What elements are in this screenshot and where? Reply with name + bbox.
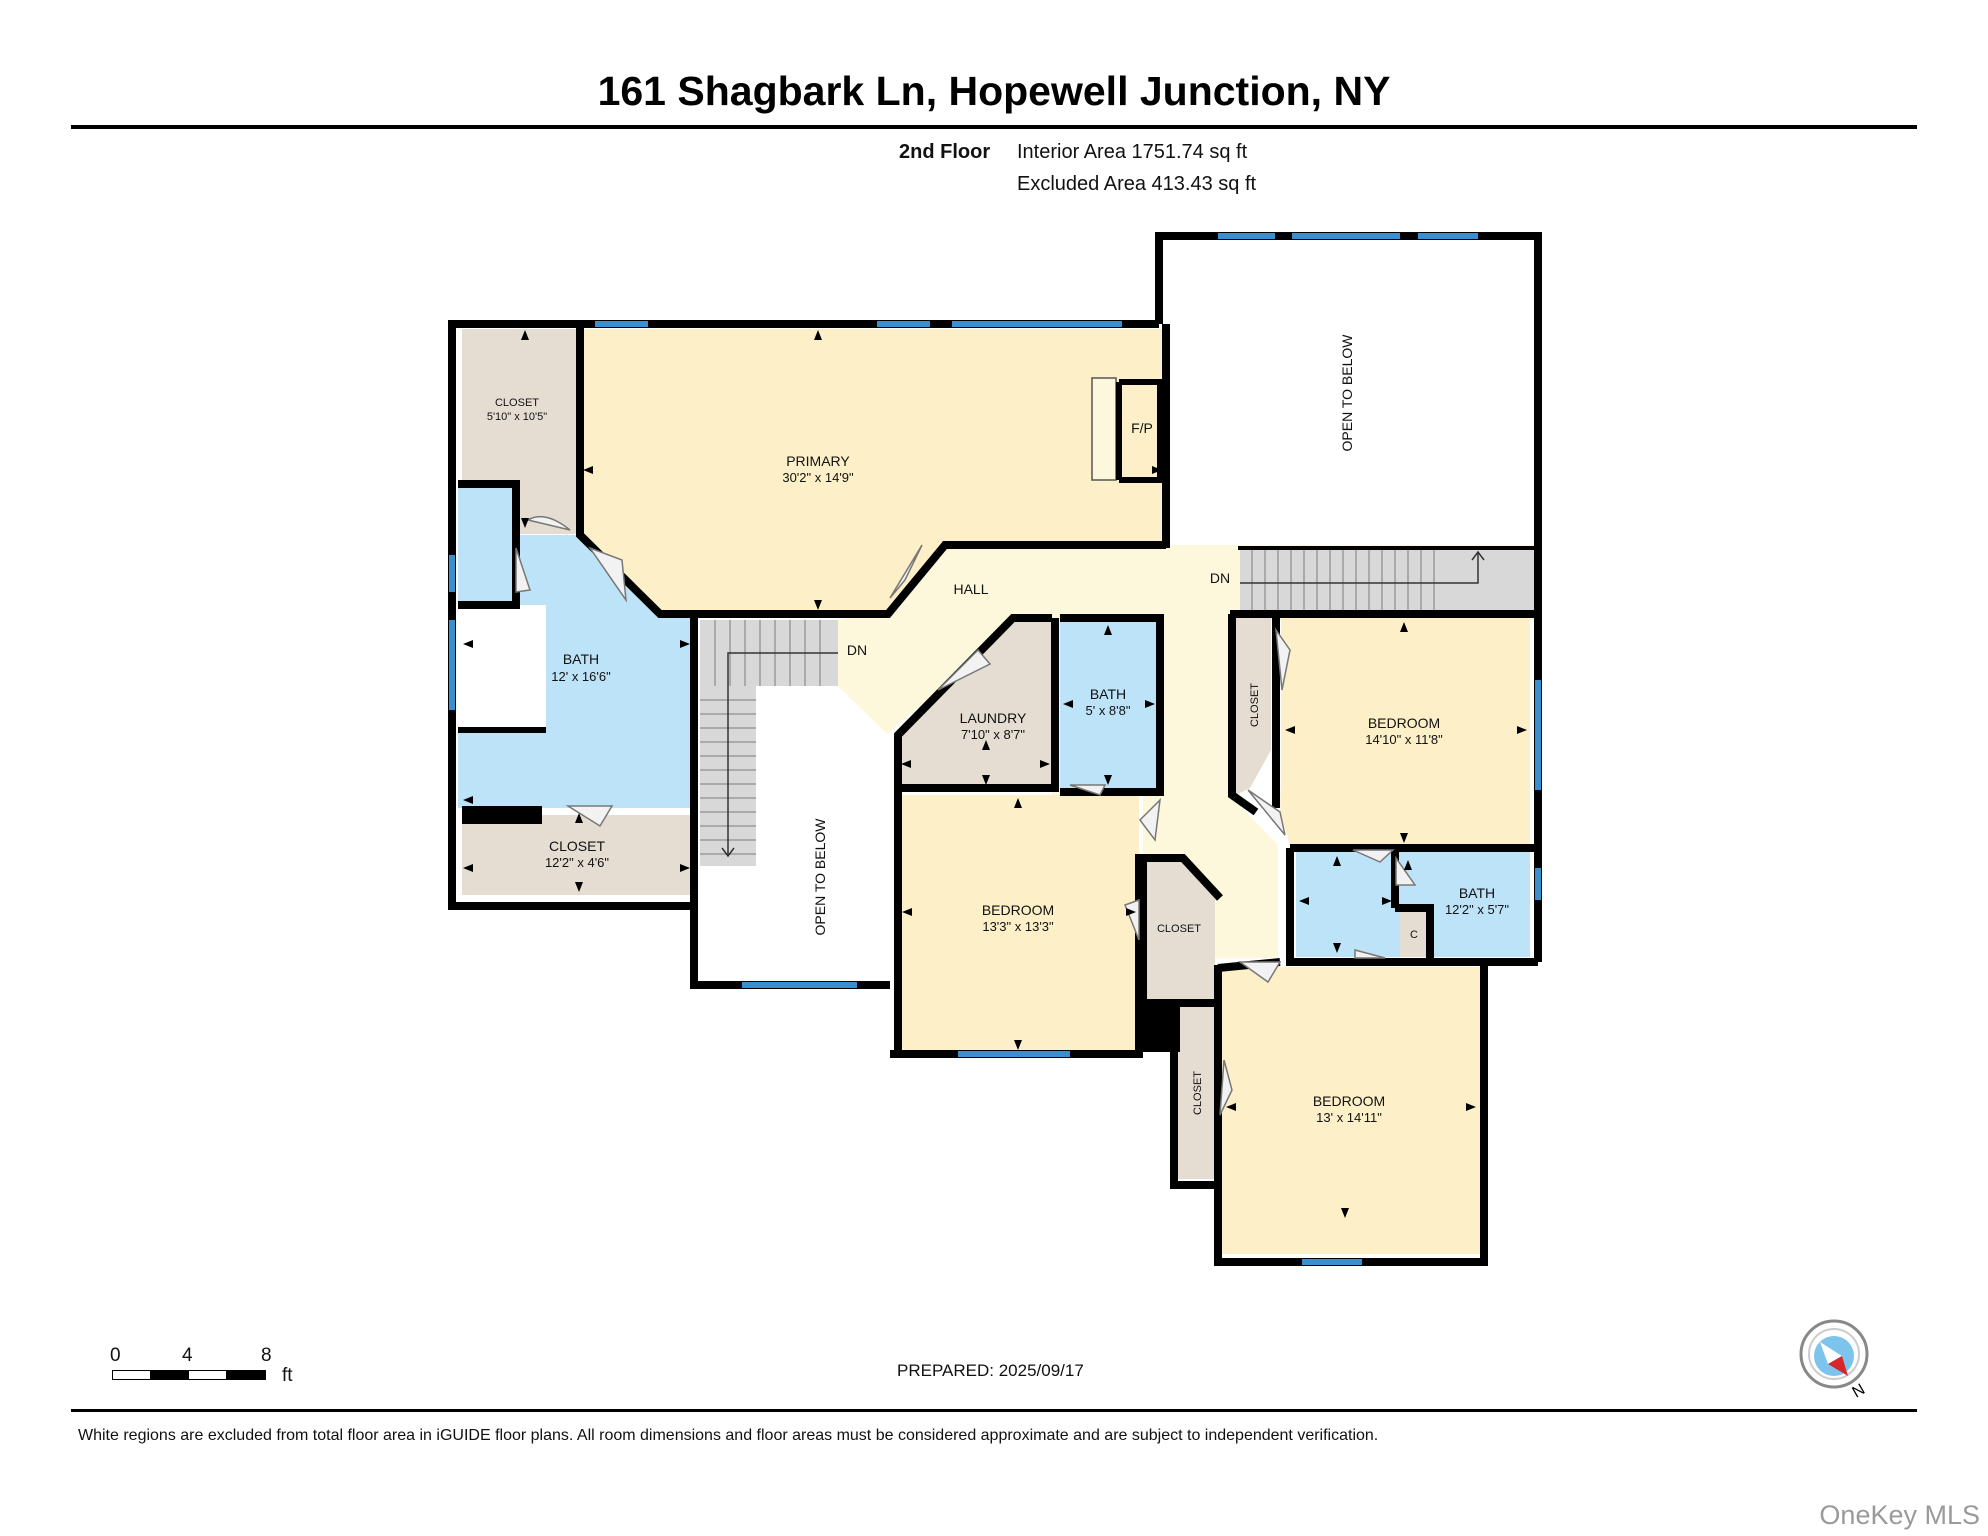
closet-bottom-label: CLOSET bbox=[1192, 1071, 1204, 1115]
laundry-dims: 7'10" x 8'7" bbox=[961, 727, 1025, 742]
closet-bath-fill bbox=[462, 815, 694, 895]
bath-right-lobby-fill bbox=[1296, 852, 1395, 957]
windows bbox=[449, 233, 1541, 1265]
door-swings bbox=[515, 515, 1417, 1116]
fireplace-hearth bbox=[1091, 377, 1117, 481]
bedroom-mid-fill bbox=[898, 795, 1139, 1053]
primary-dims: 30'2" x 14'9" bbox=[782, 470, 854, 485]
footer-rule bbox=[71, 1409, 1917, 1412]
floor-name: 2nd Floor bbox=[899, 141, 991, 163]
closet-bath-label: CLOSET bbox=[549, 838, 605, 854]
c-closet-fill bbox=[1400, 908, 1427, 957]
stairs-left-fill bbox=[700, 620, 838, 866]
stairs-dn-left-label: DN bbox=[847, 642, 867, 658]
interior-area: Interior Area 1751.74 sq ft bbox=[1017, 141, 1248, 163]
closet-mid-label: CLOSET bbox=[1157, 923, 1201, 935]
hall-fill bbox=[838, 545, 1534, 958]
bedroom-right-dims: 14'10" x 11'8" bbox=[1365, 732, 1443, 747]
bath-primary-label: BATH bbox=[563, 651, 599, 667]
header-rule bbox=[71, 125, 1917, 129]
primary-fill bbox=[577, 329, 1166, 618]
bath-hall-fill bbox=[1060, 620, 1157, 788]
page-title: 161 Shagbark Ln, Hopewell Junction, NY bbox=[597, 68, 1391, 114]
scale-bar: 0 4 8 ft bbox=[110, 1345, 340, 1395]
scale-label-0: 0 bbox=[110, 1345, 121, 1366]
closet-bed-right-label: CLOSET bbox=[1249, 683, 1261, 727]
scale-seg-4 bbox=[226, 1370, 266, 1380]
compass-icon: N bbox=[1799, 1319, 1869, 1402]
bedroom-right-fill bbox=[1280, 618, 1530, 845]
closet-bottom-fill bbox=[1178, 1003, 1216, 1179]
bath-right-label: BATH bbox=[1459, 885, 1495, 901]
open-below-top-label: OPEN TO BELOW bbox=[1339, 334, 1355, 452]
laundry-label: LAUNDRY bbox=[960, 710, 1027, 726]
open-below-mid-fill bbox=[700, 686, 890, 985]
bedroom-bottom-fill bbox=[1222, 967, 1480, 1254]
c-closet-label: C bbox=[1410, 929, 1418, 941]
bath-right-dims: 12'2" x 5'7" bbox=[1445, 902, 1509, 917]
stairs-dn-top-label: DN bbox=[1210, 570, 1230, 586]
hall-label: HALL bbox=[953, 581, 988, 597]
primary-label: PRIMARY bbox=[786, 453, 850, 469]
scale-label-8: 8 bbox=[261, 1345, 272, 1366]
bedroom-bottom-dims: 13' x 14'11" bbox=[1316, 1110, 1382, 1125]
scale-seg-1 bbox=[112, 1370, 152, 1380]
bath-hall-label: BATH bbox=[1090, 686, 1126, 702]
bath-hall-dims: 5' x 8'8" bbox=[1086, 703, 1131, 718]
compass-label: N bbox=[1850, 1381, 1869, 1402]
bedroom-mid-label: BEDROOM bbox=[982, 902, 1054, 918]
compass: N bbox=[1798, 1318, 1874, 1402]
scale-seg-3 bbox=[188, 1370, 228, 1380]
scale-unit: ft bbox=[282, 1365, 293, 1386]
bedroom-mid-dims: 13'3" x 13'3" bbox=[982, 919, 1054, 934]
closet-bed-right-fill bbox=[1236, 618, 1271, 795]
scale-label-4: 4 bbox=[182, 1345, 193, 1366]
bedroom-right-label: BEDROOM bbox=[1368, 715, 1440, 731]
open-below-mid-label: OPEN TO BELOW bbox=[812, 818, 828, 936]
wall-block-mid bbox=[1138, 1000, 1180, 1052]
scale-seg-2 bbox=[150, 1370, 190, 1380]
floor-plan: CLOSET 5'10" x 10'5" PRIMARY 30'2" x 14'… bbox=[448, 232, 1542, 1266]
stairs-top-fill bbox=[1240, 548, 1534, 614]
wall-block-bath bbox=[462, 806, 542, 824]
bath-primary-dims: 12' x 16'6" bbox=[551, 669, 611, 684]
watermark: OneKey MLS bbox=[1819, 1500, 1980, 1530]
excluded-area: Excluded Area 413.43 sq ft bbox=[1017, 173, 1257, 195]
stair-arrows bbox=[721, 550, 1485, 858]
closet-primary-label: CLOSET bbox=[495, 397, 539, 409]
closet-primary-dims: 5'10" x 10'5" bbox=[487, 411, 547, 423]
dimension-ticks bbox=[463, 330, 1527, 1218]
prepared-date: PREPARED: 2025/09/17 bbox=[897, 1361, 1084, 1380]
open-below-top-fill bbox=[1166, 240, 1534, 545]
laundry-fill bbox=[898, 620, 1052, 788]
bedroom-bottom-label: BEDROOM bbox=[1313, 1093, 1385, 1109]
bath-primary-alcove bbox=[458, 488, 516, 605]
closet-bath-dims: 12'2" x 4'6" bbox=[545, 855, 609, 870]
fireplace-label: F/P bbox=[1131, 420, 1153, 436]
closet-mid-fill bbox=[1143, 858, 1215, 1000]
disclaimer: White regions are excluded from total fl… bbox=[78, 1427, 1379, 1444]
room-fills bbox=[458, 240, 1534, 1254]
